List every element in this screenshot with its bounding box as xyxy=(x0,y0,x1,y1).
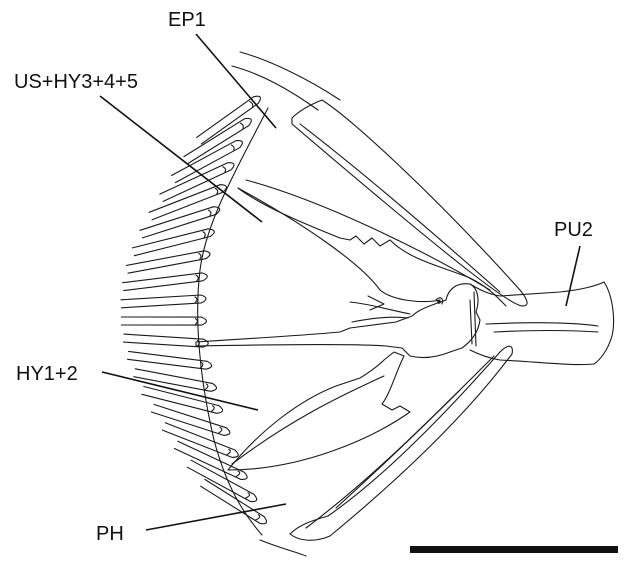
fin-ray xyxy=(172,141,243,183)
fin-ray xyxy=(142,387,223,414)
fin-ray-tip xyxy=(199,254,201,260)
fin-ray-tip xyxy=(196,275,198,281)
fin-ray xyxy=(121,295,206,308)
fin-ray-tip xyxy=(215,188,218,194)
fin-ray-tip xyxy=(227,449,230,455)
fin-ray-tip xyxy=(223,167,226,172)
fin-ray xyxy=(123,273,208,291)
lower-hypural-plate xyxy=(228,352,410,470)
fin-ray-tip xyxy=(231,145,234,150)
label-hy12: HY1+2 xyxy=(16,363,78,385)
fin-ray-tip xyxy=(236,471,240,476)
upper-hypural-plate xyxy=(238,180,506,306)
label-ep1: EP1 xyxy=(168,9,206,31)
leader-pu2 xyxy=(566,246,580,306)
fin-rays xyxy=(121,96,267,524)
fin-ray-tip xyxy=(240,123,243,128)
fin-ray-tip xyxy=(195,319,197,325)
label-ph: PH xyxy=(96,523,124,545)
scale-bar xyxy=(410,546,618,553)
fin-ray-tip xyxy=(211,406,214,412)
leader-us-hy xyxy=(100,96,262,222)
leader-ep1 xyxy=(196,34,276,128)
label-us-hy: US+HY3+4+5 xyxy=(14,71,138,93)
epural-bone xyxy=(232,52,527,306)
parhypural-bone xyxy=(260,346,512,556)
fin-ray xyxy=(201,479,267,523)
label-pu2: PU2 xyxy=(554,219,593,241)
pu2-vertebra xyxy=(470,282,614,365)
fin-ray-tip xyxy=(195,297,197,303)
fin-ray xyxy=(160,163,234,202)
fin-ray xyxy=(121,317,206,325)
fin-ray-tip xyxy=(209,210,211,216)
fin-ray-tip xyxy=(203,232,205,238)
urostyle-region xyxy=(196,284,480,358)
fin-ray-tip xyxy=(205,384,208,390)
fin-ray-tip xyxy=(246,493,250,498)
fin-ray-tip xyxy=(256,515,260,520)
fin-ray-tip xyxy=(250,102,253,107)
fin-ray-tip xyxy=(219,428,222,434)
